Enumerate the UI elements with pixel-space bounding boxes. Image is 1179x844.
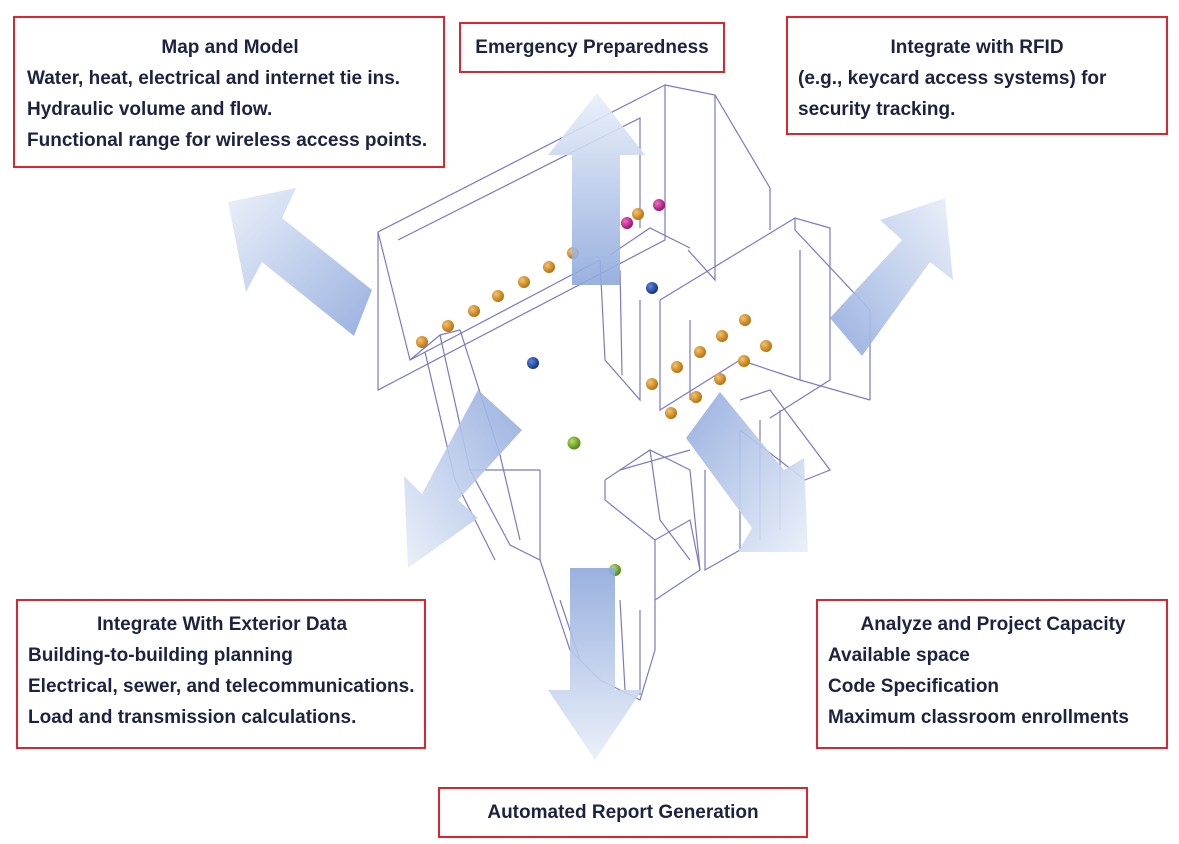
- sensor-dot: [518, 276, 530, 288]
- map-and-model-line: Functional range for wireless access poi…: [27, 130, 428, 151]
- sensor-dot: [632, 208, 644, 220]
- arrow-down-left: [404, 390, 522, 568]
- sensor-dot: [646, 282, 658, 294]
- block-arrows: [228, 93, 953, 760]
- sensor-dot: [468, 305, 480, 317]
- sensor-dots: [416, 199, 772, 576]
- integrate-exterior-data-line: Building-to-building planning: [28, 645, 293, 666]
- automated-report-box: Automated Report Generation: [438, 787, 808, 838]
- sensor-dot: [621, 217, 633, 229]
- analyze-capacity-title: Analyze and Project Capacity: [860, 614, 1126, 635]
- arrow-up-right: [830, 198, 953, 356]
- integrate-exterior-data-title: Integrate With Exterior Data: [96, 614, 348, 635]
- emergency-preparedness-box: Emergency Preparedness: [459, 22, 725, 73]
- analyze-capacity-line: Code Specification: [828, 676, 1000, 697]
- integrate-rfid-box: Integrate with RFID (e.g., keycard acces…: [786, 16, 1168, 135]
- sensor-dot: [492, 290, 504, 302]
- integrate-exterior-data-box: Integrate With Exterior Data Building-to…: [16, 599, 426, 749]
- sensor-dot: [567, 436, 581, 450]
- sensor-dot: [716, 330, 728, 342]
- sensor-dot: [760, 340, 772, 352]
- sensor-dot: [646, 378, 658, 390]
- automated-report-title: Automated Report Generation: [487, 802, 759, 823]
- map-and-model-box: Map and Model Water, heat, electrical an…: [13, 16, 445, 168]
- sensor-dot: [665, 407, 677, 419]
- emergency-preparedness-title: Emergency Preparedness: [475, 37, 709, 58]
- integrate-exterior-data-line: Electrical, sewer, and telecommunication…: [28, 676, 415, 697]
- map-and-model-line: Hydraulic volume and flow.: [27, 99, 273, 120]
- sensor-dot: [690, 391, 702, 403]
- map-and-model-title: Map and Model: [161, 37, 299, 58]
- sensor-dot: [416, 336, 428, 348]
- integrate-rfid-title: Integrate with RFID: [890, 37, 1064, 58]
- sensor-dot: [527, 357, 539, 369]
- arrow-up: [548, 93, 645, 285]
- arrow-up-left: [228, 188, 372, 336]
- sensor-dot: [714, 373, 726, 385]
- arrow-down: [548, 568, 642, 760]
- integrate-rfid-line: security tracking.: [798, 99, 956, 120]
- sensor-dot: [442, 320, 454, 332]
- sensor-dot: [738, 355, 750, 367]
- integrate-rfid-line: (e.g., keycard access systems) for: [798, 68, 1107, 89]
- sensor-dot: [694, 346, 706, 358]
- analyze-capacity-line: Available space: [828, 645, 970, 666]
- sensor-dot: [671, 361, 683, 373]
- map-and-model-line: Water, heat, electrical and internet tie…: [27, 68, 401, 89]
- sensor-dot: [739, 314, 751, 326]
- wireframe-building: [377, 84, 871, 701]
- arrow-down-right: [686, 392, 808, 552]
- sensor-dot: [653, 199, 665, 211]
- integrate-exterior-data-line: Load and transmission calculations.: [28, 707, 357, 728]
- analyze-capacity-box: Analyze and Project Capacity Available s…: [816, 599, 1168, 749]
- analyze-capacity-line: Maximum classroom enrollments: [828, 707, 1129, 728]
- sensor-dot: [543, 261, 555, 273]
